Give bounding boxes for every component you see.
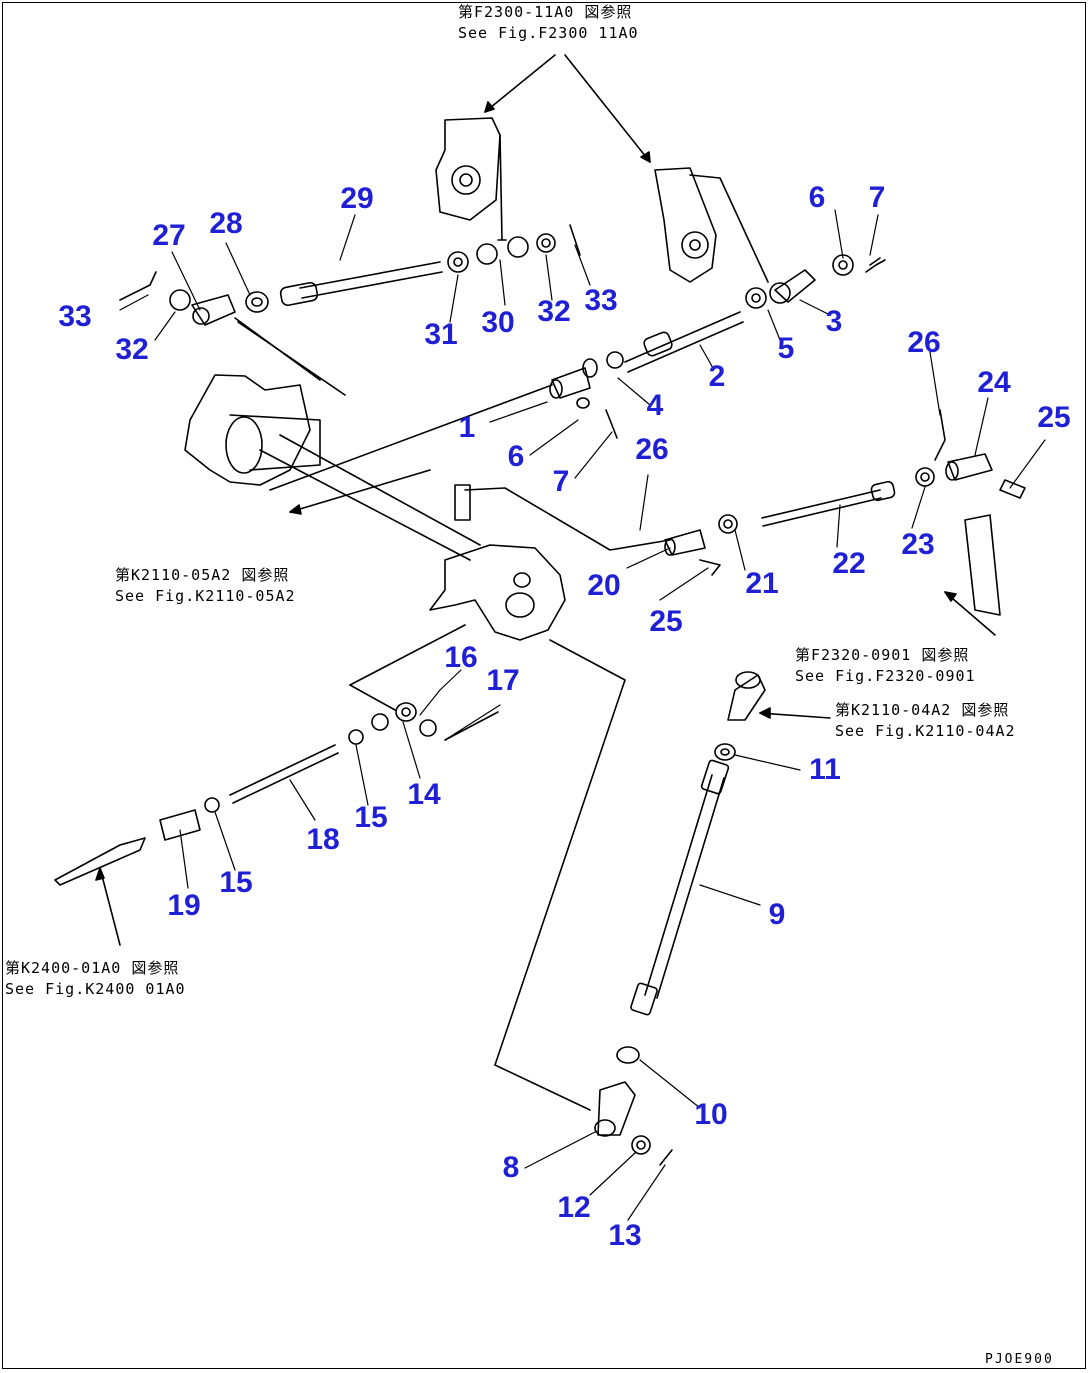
callout-26-mid: 26 [635,433,669,466]
callout-8: 8 [502,1151,520,1184]
callout-33-right: 33 [584,284,618,317]
callout-5: 5 [777,332,795,365]
callout-31: 31 [424,318,458,351]
callout-6-lower: 6 [507,440,525,473]
ref-leaders [95,469,996,946]
callout-1: 1 [458,411,476,444]
ref-mid-left-jp: 第K2110-05A2 図参照 [115,566,290,584]
rod-29-assembly [119,224,581,396]
ref-right-lower-jp: 第K2110-04A2 図参照 [835,701,1010,719]
ref-bottom-left-en: See Fig.K2400 01A0 [5,980,186,998]
rod-22-assembly [664,409,1026,616]
callout-2: 2 [708,360,726,393]
callout-17: 17 [486,664,520,697]
callout-32-left: 32 [115,333,149,366]
callout-18: 18 [306,823,340,856]
ref-mid-left: 第K2110-05A2 図参照 See Fig.K2110-05A2 [115,565,296,607]
callout-28: 28 [209,207,243,240]
ref-top-en: See Fig.F2300 11A0 [458,24,639,42]
callout-16: 16 [444,641,478,674]
ref-top-jp: 第F2300-11A0 図参照 [458,3,633,21]
ref-bottom-left: 第K2400-01A0 図参照 See Fig.K2400 01A0 [5,958,186,1000]
callout-4: 4 [646,389,664,422]
callout-9: 9 [768,898,786,931]
ref-bottom-left-jp: 第K2400-01A0 図参照 [5,959,180,977]
callout-15-left: 15 [219,866,253,899]
callout-20: 20 [587,569,621,602]
control-valve-body [184,374,671,641]
upper-lever-right [654,167,769,283]
callout-22: 22 [832,547,866,580]
callout-33-left: 33 [58,300,92,333]
callout-25-right: 25 [1037,401,1071,434]
callout-12: 12 [557,1191,591,1224]
ref-mid-right-jp: 第F2320-0901 図参照 [795,646,970,664]
callout-32-right: 32 [537,295,571,328]
callout-13: 13 [608,1219,642,1252]
callout-15-right: 15 [354,801,388,834]
callout-10: 10 [694,1098,728,1131]
ref-mid-right: 第F2320-0901 図参照 See Fig.F2320-0901 [795,645,976,687]
callout-24: 24 [977,366,1011,399]
callout-21: 21 [745,567,779,600]
callout-29: 29 [340,182,374,215]
ref-right-lower: 第K2110-04A2 図参照 See Fig.K2110-04A2 [835,700,1016,742]
callout-30: 30 [481,306,515,339]
ref-mid-left-en: See Fig.K2110-05A2 [115,587,296,605]
callout-6-upper: 6 [808,181,826,214]
upper-lever-left [435,117,507,241]
rod-18-assembly [54,624,499,886]
ref-top-leaders [484,54,651,163]
rod-2-assembly [269,254,886,491]
callout-11: 11 [809,753,841,786]
callout-27: 27 [152,219,186,252]
callout-3: 3 [825,305,843,338]
callout-14: 14 [407,778,441,811]
callout-19: 19 [167,889,201,922]
callout-7-lower: 7 [552,465,570,498]
callout-26-right: 26 [907,326,941,359]
rod-9-assembly [494,639,831,1166]
callout-25-lower: 25 [649,605,683,638]
ref-top: 第F2300-11A0 図参照 See Fig.F2300 11A0 [458,2,639,44]
drawing-code: PJOE900 [985,1352,1054,1367]
ref-right-lower-en: See Fig.K2110-04A2 [835,722,1016,740]
ref-mid-right-en: See Fig.F2320-0901 [795,667,976,685]
callout-leaders [119,209,1046,1221]
callout-23: 23 [901,528,935,561]
callout-7-upper: 7 [868,181,886,214]
